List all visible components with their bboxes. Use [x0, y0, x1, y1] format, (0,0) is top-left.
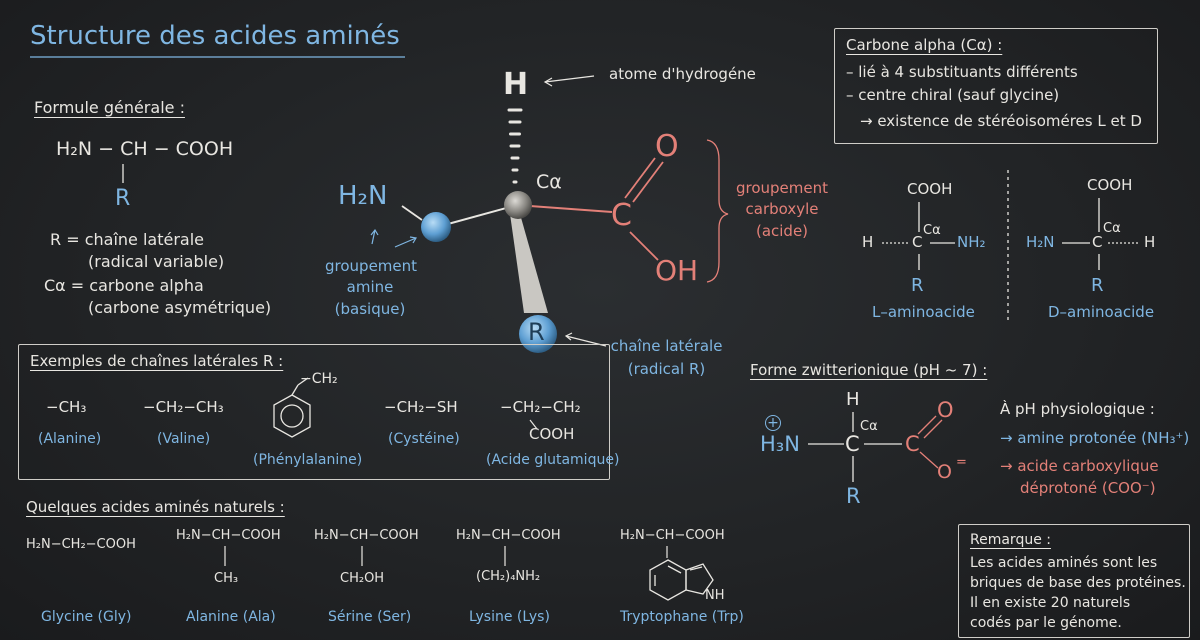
- ca-definition: Cα = carbone alpha: [44, 276, 204, 295]
- d-isomer-label: D–aminoacide: [1048, 303, 1155, 321]
- l-nh2: NH₂: [957, 233, 986, 251]
- page-title: Structure des acides aminés: [30, 21, 400, 51]
- acid-line-1: → acide carboxylique: [1000, 457, 1159, 475]
- d-h2n: H₂N: [1026, 233, 1055, 251]
- molecule-r: R: [528, 318, 545, 346]
- central-molecule: [370, 75, 729, 353]
- molecule-ca: Cα: [536, 171, 562, 193]
- lysine-formula: H₂N−CH−COOH: [456, 528, 561, 543]
- serine-label: Sérine (Ser): [328, 609, 412, 625]
- valine-formula: −CH₂−CH₃: [143, 398, 224, 416]
- zwitter-o2: O: [937, 461, 952, 483]
- zwitter-c2: C: [905, 432, 920, 456]
- l-c: C: [912, 233, 923, 251]
- r-definition: R = chaîne latérale: [50, 230, 204, 249]
- d-ca: Cα: [1103, 221, 1121, 236]
- zwitter-r: R: [846, 484, 861, 508]
- remark-line-3: Il en existe 20 naturels: [970, 595, 1131, 611]
- molecule-nh2: H₂N: [338, 181, 388, 211]
- glycine-label: Glycine (Gly): [41, 609, 132, 625]
- natural-heading: Quelques acides aminés naturels :: [26, 498, 285, 516]
- l-ca: Cα: [923, 223, 941, 238]
- serine-formula: H₂N−CH−COOH: [314, 528, 419, 543]
- d-c: C: [1092, 233, 1103, 251]
- amine-protonated-line: → amine protonée (NH₃⁺): [1000, 429, 1190, 447]
- valine-label: (Valine): [157, 431, 211, 447]
- cysteine-label: (Cystéine): [388, 431, 460, 447]
- amine-label: groupement amine (basique): [325, 257, 418, 318]
- tryptophan-label: Tryptophane (Trp): [620, 609, 744, 625]
- general-r: R: [115, 186, 131, 211]
- glycine-formula: H₂N−CH₂−COOH: [26, 537, 136, 552]
- alpha-line-2: – centre chiral (sauf glycine): [846, 86, 1060, 104]
- l-r: R: [911, 275, 924, 296]
- phenylalanine-label: (Phénylalanine): [253, 452, 363, 468]
- l-h: H: [862, 233, 874, 251]
- acid-line-2: déprotoné (COO⁻): [1020, 479, 1156, 497]
- carboxyl-label: groupement carboxyle (acide): [735, 179, 829, 240]
- zwitter-o: O: [937, 398, 954, 422]
- lysine-label: Lysine (Lys): [469, 609, 550, 625]
- ph-line: À pH physiologique :: [1000, 400, 1155, 418]
- alanine-formula: −CH₃: [46, 398, 87, 416]
- indole-ring: [649, 559, 714, 601]
- alanine-side: CH₃: [214, 571, 239, 586]
- alpha-line-1: – lié à 4 substituants différents: [846, 63, 1078, 81]
- zwitter-h3n: H₃N: [760, 432, 800, 456]
- ca-definition-detail: (carbone asymétrique): [88, 298, 272, 317]
- l-isomer-label: L–aminoacide: [872, 303, 975, 321]
- molecule-o: O: [655, 129, 679, 164]
- tryptophan-nh: NH: [705, 588, 725, 603]
- alanine-label: (Alanine): [38, 431, 102, 447]
- alpha-heading: Carbone alpha (Cα) :: [846, 36, 1003, 54]
- alanine-natural-label: Alanine (Ala): [186, 609, 276, 625]
- glutamic-formula-cooh: COOH: [529, 425, 575, 443]
- remark-box: [958, 524, 1190, 638]
- alanine-natural-formula: H₂N−CH−COOH: [176, 528, 281, 543]
- molecule-c: C: [611, 198, 632, 233]
- phenylalanine-formula: −CH₂: [300, 371, 338, 387]
- alpha-carbon-box: [834, 28, 1158, 144]
- glutamic-formula: −CH₂−CH₂: [500, 398, 581, 416]
- zwitter-plus: +: [765, 415, 781, 431]
- lysine-side: (CH₂)₄NH₂: [476, 569, 541, 584]
- examples-box: [18, 344, 610, 480]
- alpha-line-3: → existence de stéréoisoméres L et D: [860, 112, 1142, 130]
- side-chain-label: chaîne latérale (radical R): [610, 337, 723, 379]
- d-cooh: COOH: [1087, 176, 1133, 194]
- r-definition-detail: (radical variable): [88, 252, 225, 271]
- d-r: R: [1091, 275, 1104, 296]
- molecule-h: H: [503, 67, 529, 102]
- molecule-oh: OH: [655, 254, 699, 287]
- examples-heading: Exemples de chaînes latérales R :: [30, 352, 284, 370]
- remark-line-1: Les acides aminés sont les: [970, 555, 1158, 571]
- remark-heading: Remarque :: [970, 532, 1051, 548]
- d-h: H: [1144, 233, 1156, 251]
- hydrogen-label: atome d'hydrogéne: [609, 65, 756, 83]
- zwitter-heading: Forme zwitterionique (pH ~ 7) :: [750, 361, 988, 379]
- zwitter-ca: Cα: [860, 419, 878, 434]
- natural-bonds: [224, 546, 668, 566]
- cysteine-formula: −CH₂−SH: [384, 398, 458, 416]
- remark-line-4: codés par le génome.: [970, 615, 1122, 631]
- general-formula: H₂N − CH − COOH: [56, 138, 234, 160]
- glutamic-label: (Acide glutamique): [486, 452, 620, 468]
- zwitter-c: C: [845, 432, 860, 456]
- remark-line-2: briques de base des protéines.: [970, 575, 1186, 591]
- zwitter-h: H: [846, 389, 860, 410]
- serine-side: CH₂OH: [340, 571, 385, 586]
- general-heading: Formule générale :: [34, 98, 185, 117]
- l-cooh: COOH: [907, 180, 953, 198]
- tryptophan-formula: H₂N−CH−COOH: [620, 528, 725, 543]
- zwitter-minus: =: [956, 455, 967, 470]
